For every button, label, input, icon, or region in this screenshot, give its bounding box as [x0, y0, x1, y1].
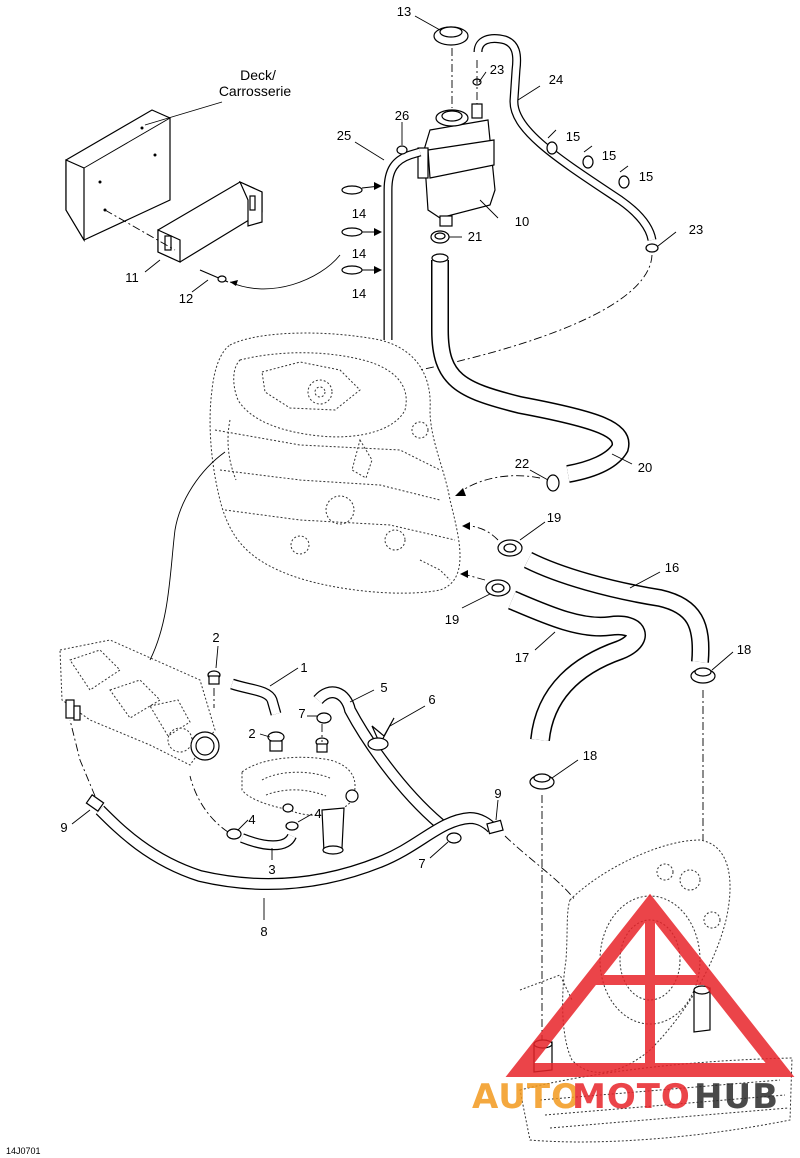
hose-clamp	[529, 667, 716, 1040]
figure-id: 14J0701	[6, 1146, 41, 1156]
callout-14: 14	[352, 206, 366, 221]
callout-4: 4	[314, 806, 321, 821]
vent-hose	[383, 145, 422, 340]
engine-outlet-hose	[462, 522, 710, 663]
deck-label-line1: Deck/	[240, 67, 276, 83]
callout-24: 24	[549, 72, 563, 87]
callout-21: 21	[468, 229, 482, 244]
water-fitting	[207, 670, 285, 752]
radiator-cap	[433, 26, 469, 108]
callout-18: 18	[583, 748, 597, 763]
callout-2: 2	[212, 630, 219, 645]
callout-1: 1	[300, 660, 307, 675]
deck-label-line2: Carrosserie	[219, 83, 292, 99]
engine-inlet-hose	[460, 570, 646, 742]
callout-15: 15	[602, 148, 616, 163]
expansion-tank	[417, 103, 496, 227]
callout-5: 5	[380, 680, 387, 695]
callout-3: 3	[268, 862, 275, 877]
tie-wrap	[341, 182, 382, 275]
bypass-hose	[189, 775, 297, 851]
callout-13: 13	[397, 4, 411, 19]
watermark-auto: AUTO	[472, 1077, 581, 1117]
callout-14: 14	[352, 286, 366, 301]
callout-26: 26	[395, 108, 409, 123]
callout-2: 2	[248, 726, 255, 741]
watermark-logo: AUTO MOTO HUB	[472, 893, 795, 1117]
callout-15: 15	[639, 169, 653, 184]
callout-12: 12	[179, 291, 193, 306]
callout-4: 4	[248, 812, 255, 827]
callout-18: 18	[737, 642, 751, 657]
long-hose	[69, 719, 576, 901]
callout-8: 8	[260, 924, 267, 939]
callout-23: 23	[689, 222, 703, 237]
callout-25: 25	[337, 128, 351, 143]
leader-lines	[71, 15, 734, 920]
callout-19: 19	[547, 510, 561, 525]
callout-7: 7	[418, 856, 425, 871]
clamp	[472, 60, 482, 104]
callout-7: 7	[298, 706, 305, 721]
mounting-bracket	[104, 180, 263, 263]
water-box	[241, 724, 359, 855]
callout-10: 10	[515, 214, 529, 229]
callout-9: 9	[494, 786, 501, 801]
callout-15: 15	[566, 129, 580, 144]
callout-16: 16	[665, 560, 679, 575]
callout-9: 9	[60, 820, 67, 835]
watermark-hub: HUB	[694, 1077, 779, 1117]
water-hose	[313, 686, 462, 844]
hose-clip	[546, 129, 630, 189]
callout-14: 14	[352, 246, 366, 261]
overflow-hose	[419, 34, 659, 371]
deck-panel: Deck/ Carrosserie	[65, 67, 292, 243]
callout-22: 22	[515, 456, 529, 471]
tank-hose	[430, 230, 630, 496]
callout-6: 6	[428, 692, 435, 707]
engine-block	[209, 332, 461, 594]
screw	[199, 254, 341, 290]
callout-19: 19	[445, 612, 459, 627]
callout-17: 17	[515, 650, 529, 665]
callout-20: 20	[638, 460, 652, 475]
hose-elbow	[230, 678, 282, 716]
callout-labels: 13 23 24 26 25 15 15 15 14 14 14 10 21 2…	[60, 4, 751, 939]
callout-23: 23	[490, 62, 504, 77]
exhaust-manifold	[59, 451, 226, 766]
callout-11: 11	[125, 270, 139, 285]
watermark-moto: MOTO	[572, 1077, 691, 1117]
